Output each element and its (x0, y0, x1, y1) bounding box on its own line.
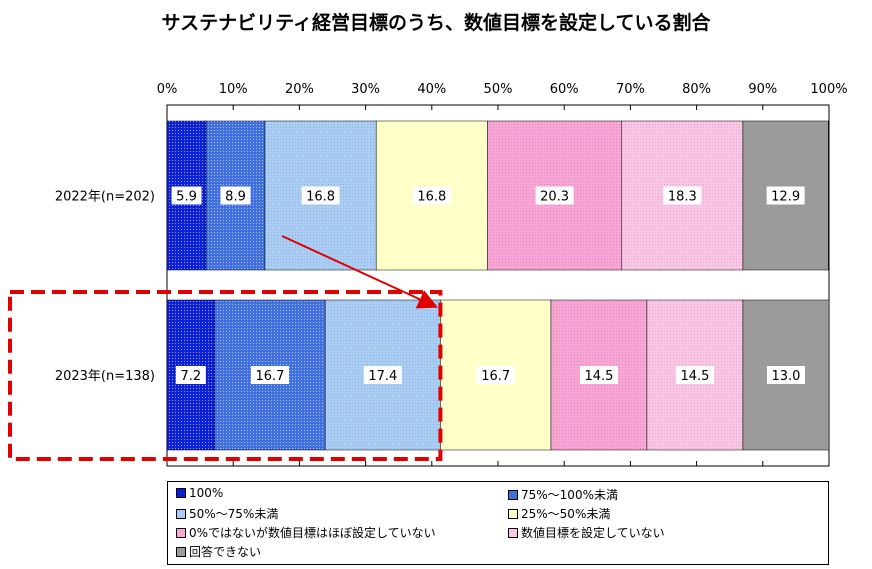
value-label: 13.0 (771, 369, 800, 384)
legend-label: 100% (189, 486, 224, 500)
category-label: 2023年(n=138) (55, 369, 155, 384)
x-tick-label: 40% (417, 82, 446, 97)
value-label: 17.4 (368, 369, 397, 384)
value-label: 12.9 (771, 190, 800, 205)
legend-item: 0%ではないが数値目標はほぼ設定していない (176, 524, 436, 541)
legend-swatch (508, 508, 518, 519)
legend: 100% 75%～100%未満 50%～75%未満 25%～50%未満 0%ではないが数… (167, 481, 829, 565)
legend-item: 25%～50%未満 (508, 505, 610, 522)
x-tick-label: 0% (157, 82, 178, 97)
value-label-bg (535, 186, 574, 205)
legend-label: 数値目標を設定していない (521, 526, 665, 540)
highlight-annotations (8, 235, 443, 461)
legend-swatch (508, 489, 518, 500)
value-label: 7.2 (180, 369, 201, 384)
legend-item: 100% (176, 486, 223, 500)
legend-item: 75%～100%未満 (508, 486, 618, 503)
stacked-bar-chart: 0% 10% 20% 30% 40% 50% 60% 70% 80% 90% 100% 5.9 8.9… (8, 82, 848, 467)
highlight-dashed-box (8, 290, 443, 461)
value-label-bg (675, 366, 714, 384)
value-label: 16.8 (417, 190, 446, 205)
x-tick-label: 90% (748, 82, 777, 97)
value-label: 8.9 (225, 190, 246, 205)
highlight-arrow (281, 235, 439, 309)
legend-item: 50%～75%未満 (176, 505, 278, 522)
value-label-bg (301, 186, 340, 205)
plot-frame (166, 104, 830, 467)
category-label: 2022年(n=202) (55, 190, 155, 205)
value-label-bg (412, 186, 451, 205)
category-labels: 2022年(n=202) 2023年(n=138) (55, 190, 155, 385)
legend-swatch (176, 508, 186, 519)
x-tick-label: 50% (484, 82, 513, 97)
x-tick-label: 60% (550, 82, 579, 97)
chart-title: サステナビリティ経営目標のうち、数値目標を設定している割合 (161, 12, 711, 34)
legend-label: 25%～50%未満 (521, 507, 611, 521)
value-label: 16.8 (306, 190, 335, 205)
bars: 5.9 8.9 16.8 16.8 20.3 18.3 12.9 7.2 16.7 17.4 16.… (166, 120, 830, 451)
x-tick-label: 70% (616, 82, 645, 97)
value-label: 14.5 (680, 369, 709, 384)
value-label: 14.5 (584, 369, 613, 384)
value-label-bg (579, 366, 618, 384)
x-tick-label: 100% (810, 82, 847, 97)
value-label-bg (766, 366, 805, 384)
value-label: 20.3 (540, 190, 569, 205)
value-label-bg (250, 366, 289, 384)
value-label: 16.7 (255, 369, 284, 384)
value-label: 18.3 (668, 190, 697, 205)
value-label: 16.7 (481, 369, 510, 384)
x-tick-label: 20% (285, 82, 314, 97)
legend-label: 50%～75%未満 (189, 507, 279, 521)
value-label-bg (171, 186, 202, 205)
legend-swatch (176, 488, 186, 498)
x-tick-label: 30% (351, 82, 380, 97)
value-label-bg (220, 186, 251, 205)
legend-item: 回答できない (176, 543, 261, 560)
value-label-bg (663, 186, 702, 205)
x-axis-ticks: 0% 10% 20% 30% 40% 50% 60% 70% 80% 90% 100% (157, 82, 848, 97)
legend-label: 75%～100%未満 (521, 488, 618, 502)
legend-label: 回答できない (189, 545, 262, 559)
value-label-bg (476, 366, 515, 384)
value-label: 5.9 (176, 190, 197, 205)
value-label-bg (363, 366, 402, 384)
legend-item: 数値目標を設定していない (508, 524, 665, 541)
legend-swatch (508, 527, 518, 538)
legend-swatch (176, 527, 186, 538)
value-label-bg (175, 366, 206, 384)
x-tick-label: 80% (682, 82, 711, 97)
value-label-bg (766, 186, 805, 205)
legend-swatch (176, 546, 186, 557)
x-tick-label: 10% (219, 82, 248, 97)
legend-label: 0%ではないが数値目標はほぼ設定していない (189, 526, 436, 540)
